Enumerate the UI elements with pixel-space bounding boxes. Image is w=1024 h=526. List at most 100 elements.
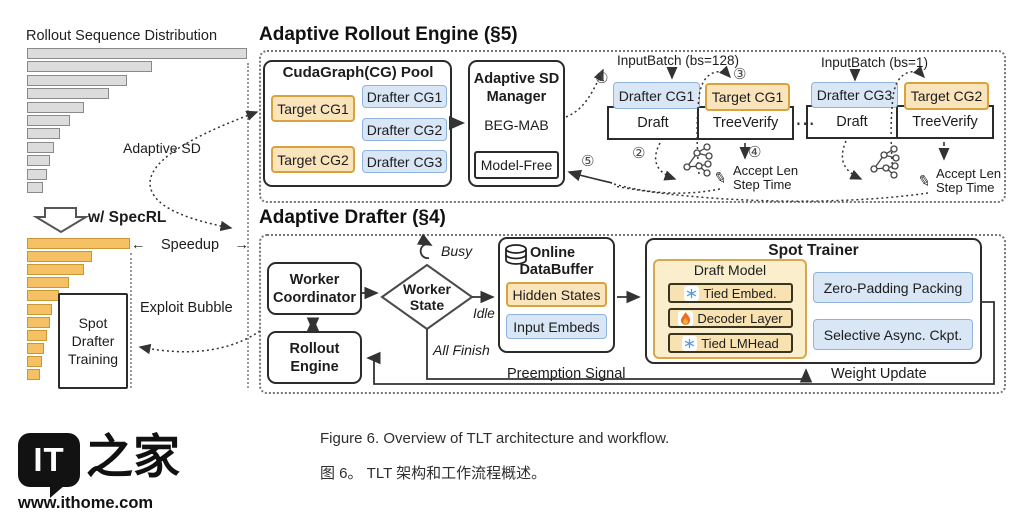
distribution-bar	[27, 369, 40, 380]
spot-line: Drafter	[71, 333, 115, 349]
distribution-bar	[27, 141, 54, 153]
exploit-bubble-label: Exploit Bubble	[140, 300, 233, 316]
snowflake-icon	[684, 285, 700, 301]
step-1-badge: ①	[595, 70, 609, 87]
busy-label: Busy	[441, 243, 473, 259]
databuffer-title-line2: DataBuffer	[519, 262, 594, 278]
spot-line: Training	[67, 351, 119, 367]
treeverify-cell-bs128: TreeVerify	[697, 106, 794, 140]
left-panel-title: Rollout Sequence Distribution	[26, 28, 218, 44]
distribution-bar	[27, 303, 52, 315]
ithome-logo-cn: 之家	[86, 430, 180, 483]
decoder-layer-label: Decoder Layer	[697, 310, 783, 326]
step-3-badge: ③	[733, 66, 747, 83]
fire-icon	[678, 310, 694, 326]
rollout-engine-section-title: Adaptive Rollout Engine (§5)	[259, 24, 518, 45]
tied-embed-layer: Tied Embed.	[668, 283, 793, 303]
drafter-cg1-runtime-chip: Drafter CG1	[613, 82, 700, 109]
figure-caption-en: Figure 6. Overview of TLT architecture a…	[320, 430, 670, 447]
drafter-section-border	[259, 234, 1006, 394]
distribution-bar	[27, 355, 42, 367]
spot-drafter-training-box: Spot Drafter Training	[58, 293, 128, 389]
tied-lmhead-label: Tied LMHead	[701, 335, 779, 351]
worker-state-line2: State	[409, 297, 445, 313]
worker-coordinator-line1: Worker	[289, 271, 340, 288]
adaptive-sd-label: Adaptive SD	[123, 140, 201, 156]
step-5-badge: ⑤	[581, 153, 595, 170]
step-2-badge: ②	[632, 145, 646, 162]
metrics-bs128: Accept Len Step Time	[733, 164, 798, 192]
target-cg1-runtime-chip: Target CG1	[705, 83, 790, 111]
distribution-bar	[27, 88, 109, 100]
input-embeds-chip: Input Embeds	[506, 314, 607, 339]
speedup-text: Speedup	[160, 237, 220, 253]
selective-ckpt-chip: Selective Async. Ckpt.	[813, 319, 973, 350]
rollout-engine-line1: Rollout	[289, 340, 340, 357]
tied-lmhead-layer: Tied LMHead	[668, 333, 793, 353]
rollout-engine-section-border	[259, 50, 1006, 203]
worker-state-line1: Worker	[403, 281, 451, 297]
drafter-cg1-chip: Drafter CG1	[362, 85, 447, 108]
manager-title-line1: Adaptive SD	[473, 71, 560, 87]
distribution-bar	[27, 238, 130, 249]
preemption-signal-label: Preemption Signal	[507, 366, 626, 382]
manager-algo-label: BEG-MAB	[484, 117, 549, 133]
cudagraph-pool-title: CudaGraph(CG) Pool	[282, 64, 434, 81]
target-cg2-runtime-chip: Target CG2	[904, 82, 989, 110]
model-free-box: Model-Free	[474, 151, 559, 179]
worker-coordinator-line2: Coordinator	[273, 289, 356, 306]
step-time-label: Step Time	[936, 180, 995, 195]
target-cg2-chip: Target CG2	[271, 146, 355, 173]
idle-label: Idle	[473, 306, 495, 321]
draft-cell-bs128: Draft	[607, 106, 699, 140]
distribution-bar	[27, 182, 43, 193]
drafter-cg3-runtime-chip: Drafter CG3	[811, 82, 898, 108]
inputbatch-bs1-label: InputBatch (bs=1)	[821, 55, 928, 70]
distribution-bar	[27, 61, 152, 73]
distribution-bar	[27, 115, 70, 126]
inputbatch-bs128-label: InputBatch (bs=128)	[617, 53, 739, 68]
orange-max-guide-line	[130, 253, 132, 388]
manager-title-line2: Manager	[486, 89, 547, 105]
metrics-bs1: Accept Len Step Time	[936, 167, 1001, 195]
distribution-bar	[27, 277, 69, 289]
weight-update-label: Weight Update	[831, 366, 927, 382]
step-time-label: Step Time	[733, 177, 792, 192]
step-4-badge: ④	[748, 144, 762, 161]
treeverify-cell-bs1: TreeVerify	[896, 105, 994, 139]
ellipsis-label: ⋯	[795, 113, 815, 135]
drafter-section-title: Adaptive Drafter (§4)	[259, 207, 446, 228]
drafter-cg3-chip: Drafter CG3	[362, 150, 447, 173]
distribution-bar	[27, 342, 44, 354]
distribution-bar	[27, 48, 247, 59]
databuffer-title-line1: Online	[530, 245, 576, 261]
distribution-bar	[27, 101, 84, 113]
figure-caption-zh: 图 6。 TLT 架构和工作流程概述。	[320, 465, 547, 482]
rollout-engine-box: Rollout Engine	[267, 331, 362, 384]
accept-len-label: Accept Len	[733, 163, 799, 178]
hidden-states-chip: Hidden States	[506, 282, 607, 307]
speedup-label: ← Speedup →	[131, 237, 249, 253]
distribution-bar	[27, 316, 50, 328]
target-cg1-chip: Target CG1	[271, 95, 355, 122]
draft-cell-bs1: Draft	[806, 105, 898, 139]
accept-len-label: Accept Len	[936, 166, 1002, 181]
specrl-label: w/ SpecRL	[88, 209, 167, 226]
speedup-arrow-left-icon: ←	[131, 237, 146, 253]
worker-state-label: Worker State	[397, 281, 457, 313]
tied-embed-label: Tied Embed.	[703, 285, 777, 301]
distribution-bar	[27, 74, 127, 86]
ithome-url: www.ithome.com	[18, 494, 154, 512]
spot-line: Spot	[78, 315, 108, 331]
decoder-layer: Decoder Layer	[668, 308, 793, 328]
distribution-bar	[27, 128, 60, 140]
zero-padding-chip: Zero-Padding Packing	[813, 272, 973, 303]
rollout-engine-line2: Engine	[290, 358, 339, 375]
ithome-logo-tail	[50, 485, 65, 498]
snowflake-icon	[682, 335, 698, 351]
distribution-bar	[27, 251, 92, 263]
distribution-bar	[27, 264, 84, 276]
distribution-bar	[27, 290, 59, 302]
